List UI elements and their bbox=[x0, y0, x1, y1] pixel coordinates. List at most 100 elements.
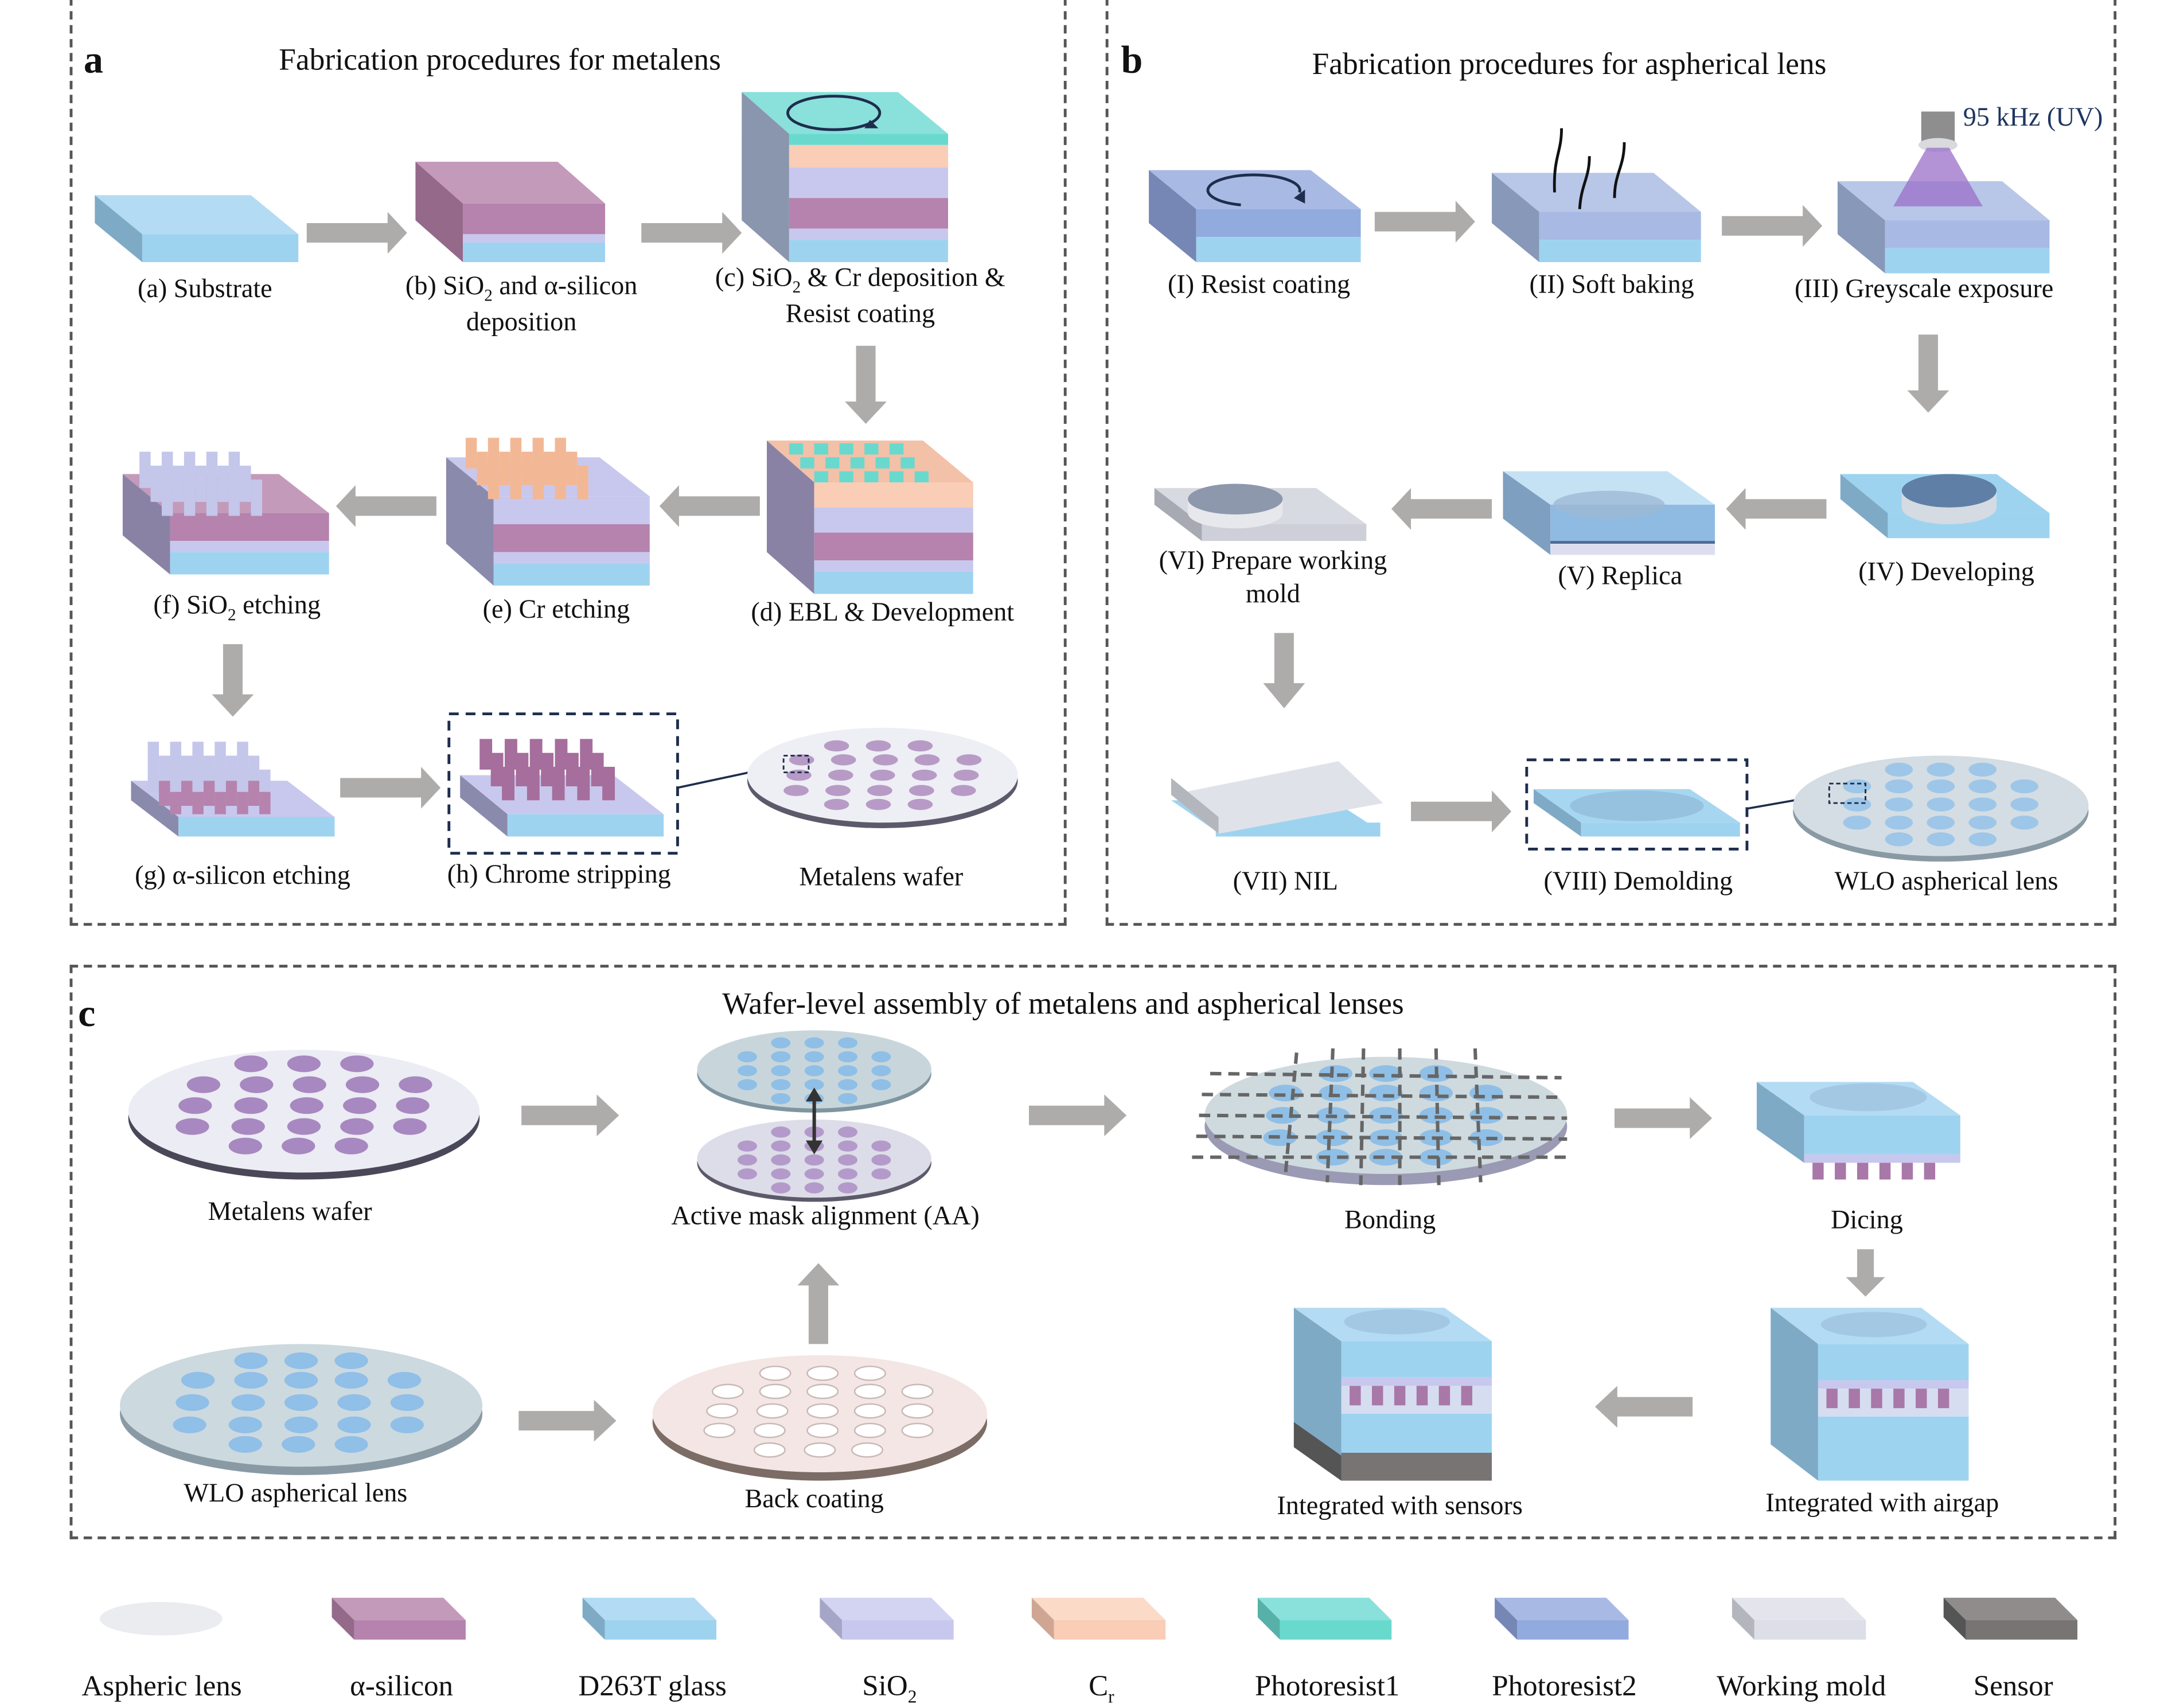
step-VI-block bbox=[1154, 483, 1367, 541]
arrow-up bbox=[797, 1263, 840, 1344]
caption-step-g: (g) α-silicon etching bbox=[135, 861, 350, 891]
arrow-down bbox=[1907, 334, 1949, 413]
d263t-glass-swatch bbox=[583, 1597, 717, 1640]
photoresist1-swatch bbox=[1257, 1597, 1392, 1640]
caption-dicing: Dicing bbox=[1831, 1206, 1903, 1235]
arrow-left bbox=[659, 485, 760, 527]
caption-step-VII: (VII) NIL bbox=[1233, 867, 1338, 897]
legend-item-sio2: SiO2 bbox=[820, 1597, 959, 1708]
working-mold-swatch bbox=[1732, 1597, 1866, 1640]
legend-item-d263t-glass: D263T glass bbox=[578, 1597, 727, 1704]
step-VII-block bbox=[1171, 761, 1383, 837]
arrow-down bbox=[845, 345, 887, 424]
step-b-block bbox=[415, 161, 606, 263]
arrow-right bbox=[641, 212, 742, 254]
heat-wave-icon bbox=[1613, 142, 1626, 198]
step-I-block bbox=[1149, 170, 1361, 263]
caption-wlo-aspherical-lens: WLO aspherical lens bbox=[184, 1479, 408, 1509]
legend-item-a-silicon: α-silicon bbox=[332, 1597, 471, 1704]
heat-wave-icon bbox=[1553, 128, 1563, 193]
caption-integrated-with-airgap: Integrated with airgap bbox=[1765, 1489, 1999, 1519]
step-VIII-block bbox=[1533, 789, 1740, 837]
caption-integrated-with-sensors: Integrated with sensors bbox=[1277, 1492, 1523, 1522]
panel-b-label: b bbox=[1121, 39, 1143, 83]
arrow-down bbox=[1846, 1249, 1885, 1297]
caption-step-II: (II) Soft baking bbox=[1529, 270, 1694, 300]
step-a-substrate-block bbox=[95, 195, 299, 263]
step-d-block bbox=[766, 440, 973, 594]
wlo-wafer-image bbox=[1793, 755, 2089, 862]
panel-a-label: a bbox=[83, 39, 103, 83]
legend-item-cr: Cr bbox=[1031, 1597, 1171, 1708]
caption-back-coating: Back coating bbox=[744, 1484, 884, 1514]
arrow-right bbox=[1411, 790, 1512, 833]
arrow-right bbox=[306, 212, 407, 254]
metalens-wafer-image bbox=[128, 1050, 480, 1180]
caption-metalens-wafer: Metalens wafer bbox=[208, 1198, 372, 1227]
wlo-wafer-image bbox=[120, 1344, 483, 1475]
spin-coat-rotation-icon bbox=[1206, 173, 1301, 206]
caption-step-f: (f) SiO2 etching bbox=[153, 591, 321, 625]
back-coating-wafer-image bbox=[652, 1355, 988, 1481]
panel-a-title: Fabrication procedures for metalens bbox=[279, 41, 721, 77]
arrow-left bbox=[1594, 1386, 1693, 1428]
panel-c-title: Wafer-level assembly of metalens and asp… bbox=[722, 985, 1404, 1021]
sensor-integrated-chip-image bbox=[1293, 1308, 1492, 1481]
panel-a bbox=[69, 0, 1067, 926]
aa-wafer-pair-image bbox=[697, 1030, 931, 1202]
spin-coat-rotation-icon bbox=[786, 95, 882, 131]
step-II-block bbox=[1492, 128, 1701, 263]
caption-metalens-wafer: Metalens wafer bbox=[799, 863, 964, 892]
panel-b-title: Fabrication procedures for aspherical le… bbox=[1312, 46, 1827, 81]
arrow-right bbox=[521, 1094, 619, 1137]
arrow-right bbox=[340, 766, 441, 809]
cr-swatch bbox=[1031, 1597, 1166, 1640]
legend-item-working-mold: Working mold bbox=[1717, 1597, 1886, 1704]
aspheric-lens-swatch bbox=[100, 1602, 223, 1636]
panel-c bbox=[69, 965, 2117, 1539]
caption-wlo-aspherical-lens: WLO aspherical lens bbox=[1834, 867, 2058, 897]
sensor-swatch bbox=[1943, 1597, 2078, 1640]
highlight-box bbox=[1525, 758, 1749, 851]
caption-step-IV: (IV) Developing bbox=[1858, 557, 2034, 587]
arrow-left bbox=[1726, 488, 1827, 530]
caption-step-a: (a) Substrate bbox=[137, 274, 272, 304]
step-IV-block bbox=[1840, 474, 2050, 539]
diced-chip-image bbox=[1756, 1082, 1960, 1180]
photoresist2-swatch bbox=[1494, 1597, 1629, 1640]
step-e-block bbox=[446, 438, 650, 586]
panel-b bbox=[1105, 0, 2117, 926]
caption-step-III: (III) Greyscale exposure bbox=[1794, 274, 2054, 304]
caption-step-V: (V) Replica bbox=[1558, 561, 1683, 591]
step-g-block bbox=[131, 742, 335, 837]
step-h-block bbox=[460, 739, 664, 837]
airgap-integrated-chip-image bbox=[1771, 1308, 1969, 1481]
caption-bonding: Bonding bbox=[1344, 1206, 1436, 1235]
caption-step-c: (c) SiO2 & Cr deposition &Resist coating bbox=[715, 263, 1005, 329]
uv-frequency-label: 95 kHz (UV) bbox=[1963, 103, 2103, 132]
panel-c-label: c bbox=[78, 992, 96, 1036]
caption-step-I: (I) Resist coating bbox=[1168, 270, 1351, 300]
caption-step-e: (e) Cr etching bbox=[482, 595, 630, 625]
dicing-lines bbox=[1192, 1048, 1573, 1186]
step-f-block bbox=[122, 451, 329, 575]
step-V-block bbox=[1503, 471, 1715, 555]
caption-step-d: (d) EBL & Development bbox=[751, 598, 1015, 627]
arrow-left bbox=[1391, 488, 1492, 530]
legend-item-photoresist2: Photoresist2 bbox=[1492, 1597, 1637, 1704]
sio2-swatch bbox=[820, 1597, 954, 1640]
bonding-wafer-image bbox=[1192, 1048, 1573, 1186]
step-c-block bbox=[742, 92, 949, 263]
caption-active-mask-alignment: Active mask alignment (AA) bbox=[671, 1202, 980, 1231]
arrow-right bbox=[1374, 201, 1475, 243]
arrow-right bbox=[1722, 205, 1823, 247]
arrow-right bbox=[1029, 1094, 1127, 1137]
legend-item-photoresist1: Photoresist1 bbox=[1255, 1597, 1399, 1704]
arrow-down bbox=[212, 644, 254, 717]
arrow-right bbox=[518, 1399, 617, 1442]
